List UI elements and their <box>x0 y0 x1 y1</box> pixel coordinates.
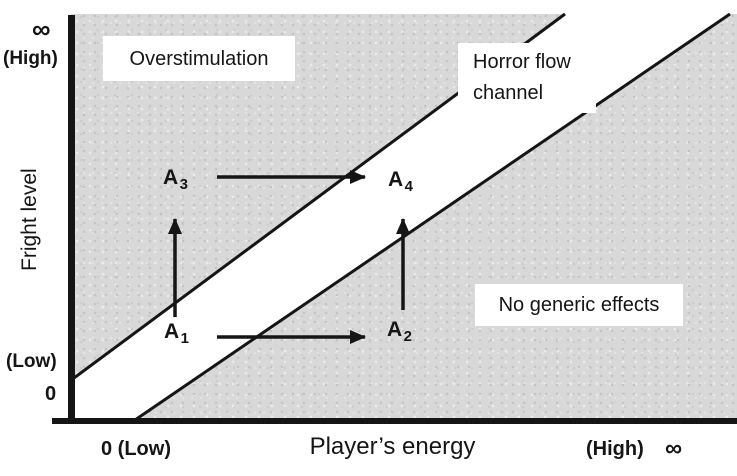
y-axis-low-label: (Low) <box>6 351 57 372</box>
y-axis-infinity-symbol: ∞ <box>32 14 51 44</box>
point-a1-letter: A <box>164 320 180 343</box>
region-label-no-generic-effects: No generic effects <box>475 284 683 326</box>
point-label-a4: A4 <box>388 168 414 195</box>
flow-channel-label-line2: channel <box>473 82 544 104</box>
point-label-a2: A2 <box>387 318 413 345</box>
region-label-horror-flow-channel: Horror flow channel <box>458 43 596 113</box>
x-axis-title: Player’s energy <box>309 433 476 460</box>
x-axis-high-label: (High) <box>586 438 644 460</box>
y-axis-high-label: (High) <box>3 48 58 69</box>
point-a4-subscript: 4 <box>404 178 414 195</box>
point-label-a3: A3 <box>163 166 189 193</box>
y-axis-zero-label: 0 <box>45 383 57 405</box>
y-axis-title: Fright level <box>18 168 41 272</box>
x-axis-zero-low-label: 0 (Low) <box>101 438 171 460</box>
point-label-a1: A1 <box>164 320 190 347</box>
point-a2-letter: A <box>387 318 403 341</box>
point-a3-letter: A <box>163 166 179 189</box>
flow-channel-band <box>70 14 730 420</box>
point-a4-letter: A <box>388 168 404 191</box>
flow-channel-label-line1: Horror flow <box>473 51 571 73</box>
point-a1-subscript: 1 <box>180 330 190 347</box>
point-a3-subscript: 3 <box>179 176 189 193</box>
region-label-overstimulation: Overstimulation <box>103 36 295 81</box>
x-axis-infinity-symbol: ∞ <box>665 435 683 462</box>
point-a2-subscript: 2 <box>403 328 413 345</box>
lower-boundary-line <box>134 12 731 422</box>
